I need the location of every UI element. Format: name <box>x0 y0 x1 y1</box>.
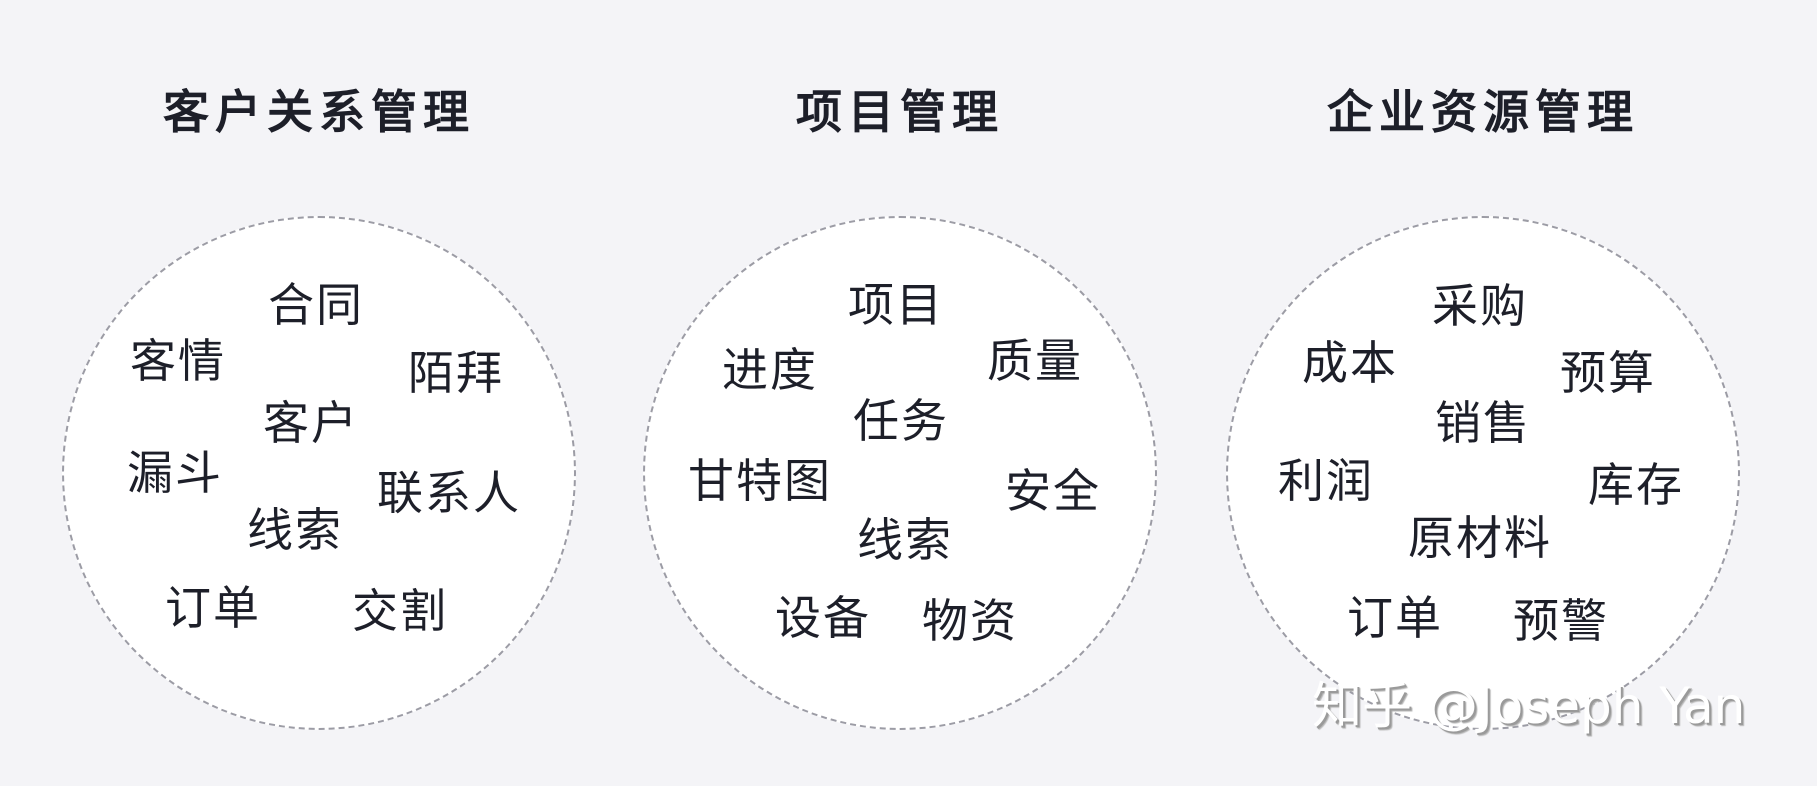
keyword: 库存 <box>1588 458 1684 512</box>
watermark: 知乎 @Joseph Yan <box>1312 677 1746 735</box>
keyword: 任务 <box>853 394 949 448</box>
keyword: 线索 <box>247 503 343 557</box>
keyword: 质量 <box>987 334 1083 388</box>
concept-circle-project-management <box>643 216 1157 730</box>
panel-title-crm: 客户关系管理 <box>163 85 475 139</box>
keyword: 线索 <box>857 513 953 567</box>
panel-title-erp: 企业资源管理 <box>1327 85 1639 139</box>
keyword: 利润 <box>1278 454 1374 508</box>
keyword: 交割 <box>352 584 448 638</box>
keyword: 客情 <box>130 334 226 388</box>
panel-title-project-management: 项目管理 <box>796 85 1004 139</box>
concept-circle-crm <box>62 216 576 730</box>
keyword: 项目 <box>848 278 944 332</box>
keyword: 设备 <box>775 591 871 645</box>
keyword: 物资 <box>922 594 1018 648</box>
keyword: 原材料 <box>1408 511 1552 565</box>
keyword: 订单 <box>165 581 261 635</box>
keyword: 进度 <box>722 343 818 397</box>
keyword: 安全 <box>1005 464 1101 518</box>
keyword: 预算 <box>1560 346 1656 400</box>
keyword: 预警 <box>1513 594 1609 648</box>
keyword: 订单 <box>1347 591 1443 645</box>
keyword: 客户 <box>263 396 359 450</box>
concept-circle-erp <box>1226 216 1740 730</box>
keyword: 采购 <box>1432 279 1528 333</box>
keyword: 漏斗 <box>127 446 223 500</box>
keyword: 成本 <box>1302 336 1398 390</box>
keyword: 销售 <box>1435 396 1531 450</box>
keyword: 陌拜 <box>408 346 504 400</box>
keyword: 合同 <box>268 278 364 332</box>
keyword: 联系人 <box>377 466 521 520</box>
keyword: 甘特图 <box>688 454 832 508</box>
